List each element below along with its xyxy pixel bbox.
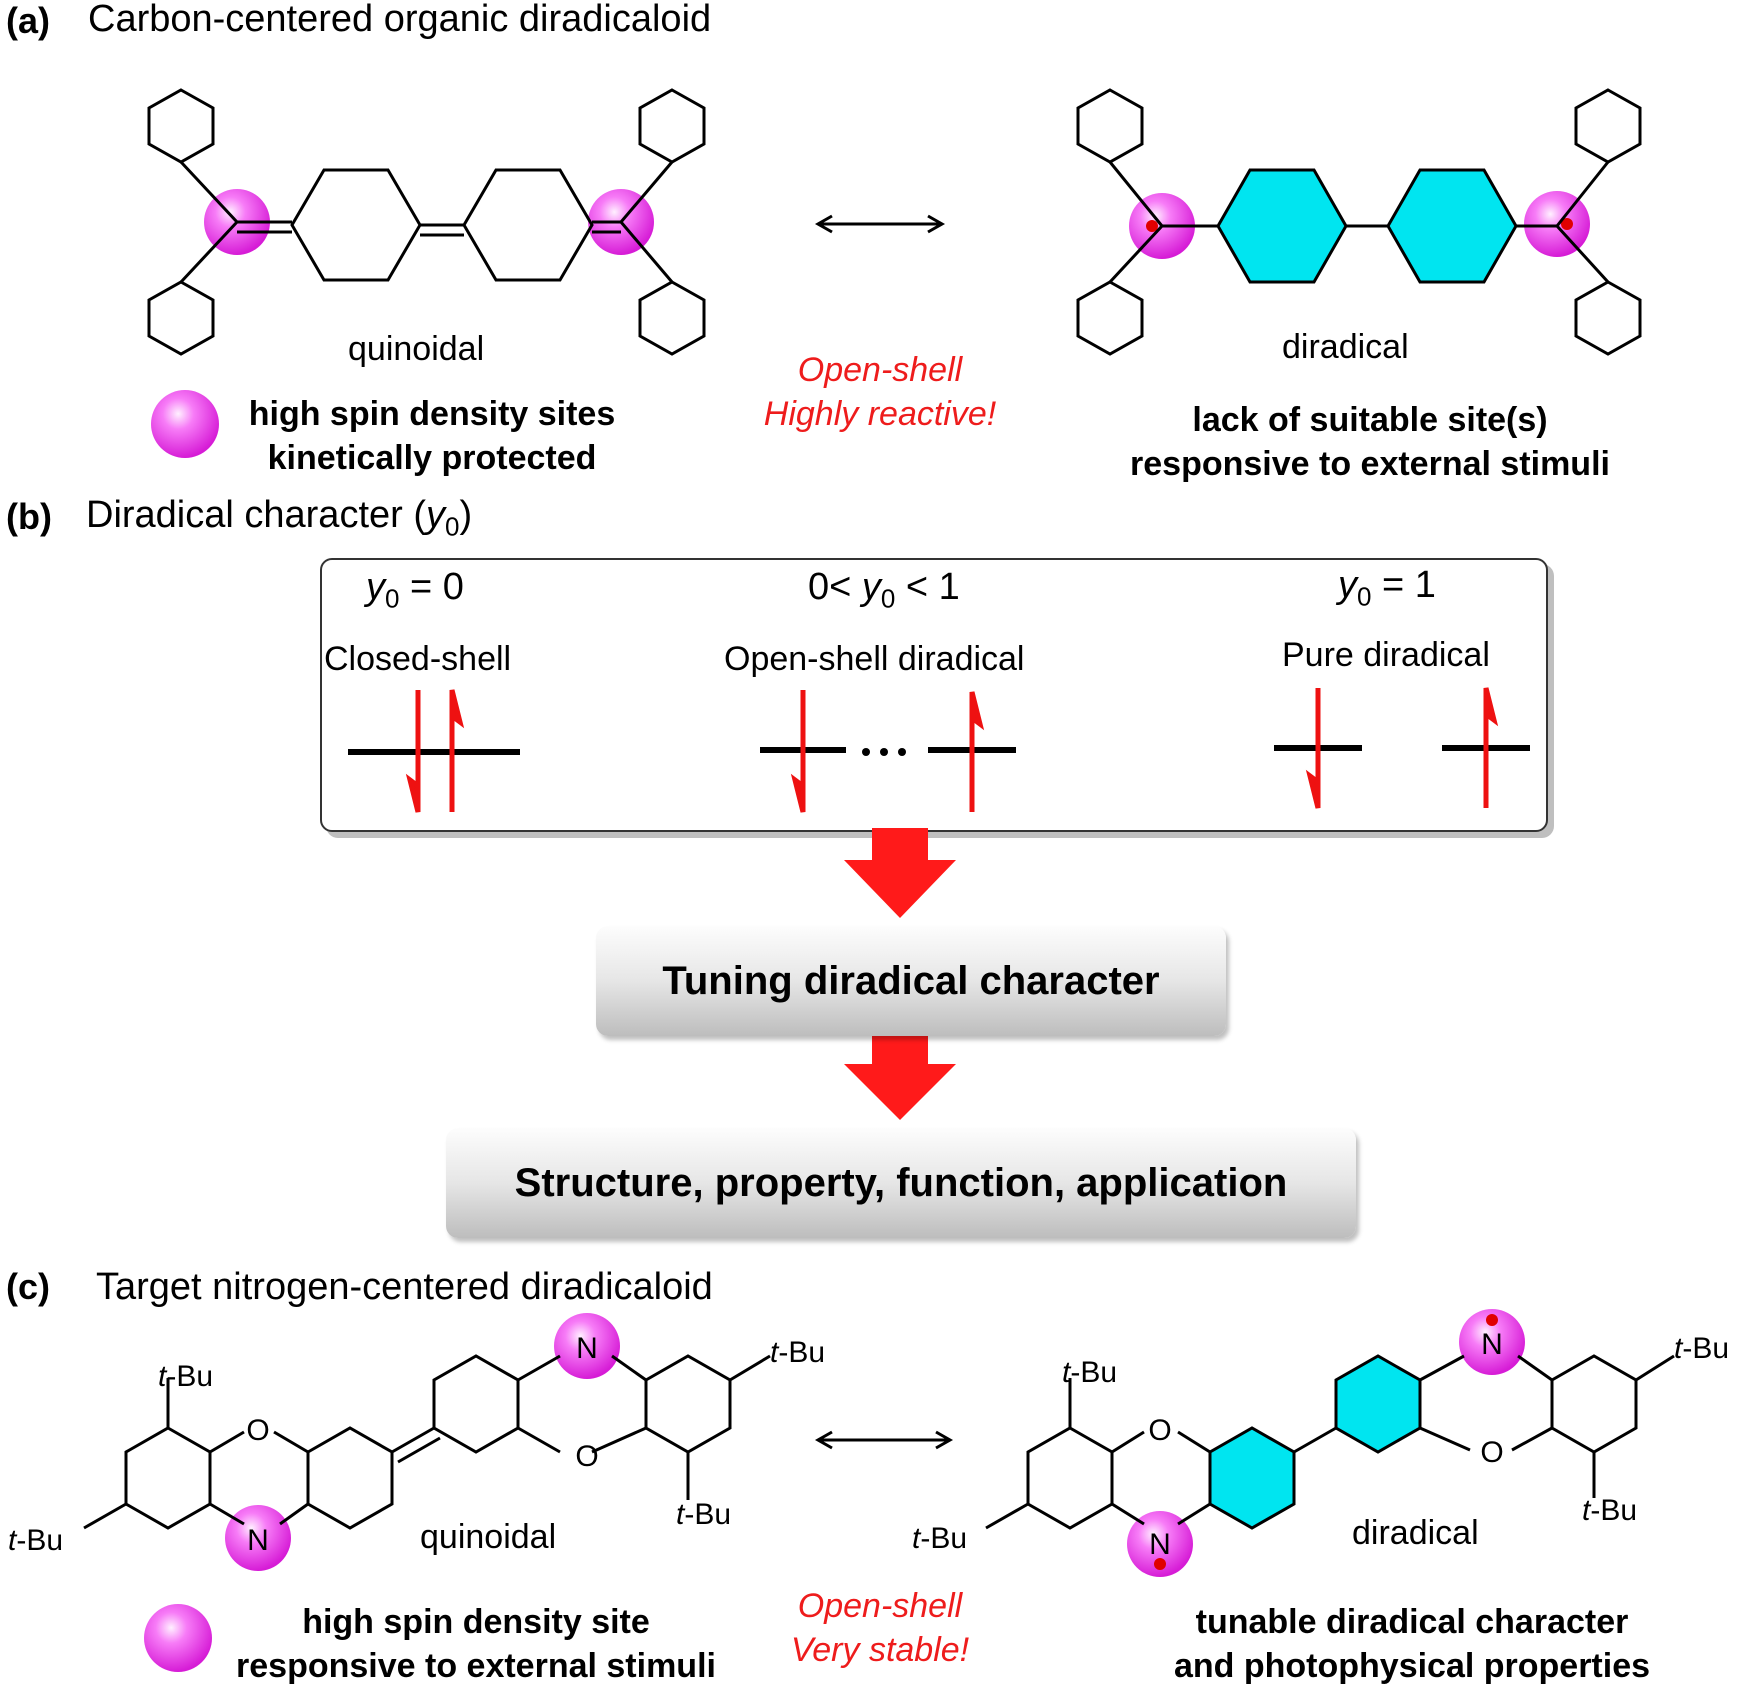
note-line: responsive to external stimuli [1130,445,1610,483]
panel-c-right-note: tunable diradical character and photophy… [1112,1600,1712,1688]
application-box-label: Structure, property, function, applicati… [514,1160,1288,1205]
eq-rest: = 1 [1371,564,1436,606]
title-sub: 0 [445,511,460,542]
tbu-label: t-Bu [912,1522,967,1555]
benzo-ring [1550,1354,1638,1454]
panel-c-center-note: Open-shell Very stable! [720,1584,1040,1672]
note-line: lack of suitable site(s) [1192,401,1548,439]
panel-b-label: (b) [6,496,52,537]
note-line: Highly reactive! [763,395,997,433]
ellipsis-dots [862,748,906,756]
title-text: Diradical character ( [86,494,426,536]
eq-var: y [366,566,385,608]
panel-b-title: Diradical character (y0) [86,494,472,543]
radical-dot [1154,1558,1166,1570]
panel-a-title: Carbon-centered organic diradicaloid [88,0,712,40]
panel-a-center-note: Open-shell Highly reactive! [720,348,1040,436]
panel-a-label: (a) [6,0,50,41]
quinoid-ring [306,1426,394,1530]
panel-c-left-label: quinoidal [420,1518,557,1556]
open-shell-label: Open-shell diradical [724,640,1025,678]
tuning-box: Tuning diradical character [596,926,1226,1036]
big-down-arrow [844,1036,956,1120]
panel-c-title: Target nitrogen-centered diradicaloid [96,1266,713,1308]
tbu-label: t-Bu [158,1360,213,1393]
closed-shell-eq: y0 = 0 [366,566,464,615]
benzo-ring [1026,1426,1114,1530]
phenyl-ring [1076,280,1144,356]
radical-dot [1486,1314,1498,1326]
spin-site-marker [1127,1511,1193,1577]
panel-c-label: (c) [6,1266,50,1307]
tbu-label: t-Bu [1062,1356,1117,1389]
panel-c-left-note: high spin density site responsive to ext… [196,1600,756,1688]
aromatic-ring [1208,1426,1296,1530]
tbu-label: t-Bu [770,1336,825,1369]
big-down-arrow [844,828,956,918]
quinoid-ring [462,168,594,282]
phenyl-ring [638,280,706,356]
aromatic-ring [1334,1354,1422,1454]
tbu-label: t-Bu [1582,1494,1637,1527]
title-end: ) [459,494,473,536]
spin-site-marker [554,1313,620,1379]
benzo-ring [644,1354,732,1454]
note-line: tunable diradical character [1195,1603,1629,1641]
tuning-box-label: Tuning diradical character [662,958,1160,1003]
atom-O: O [1148,1414,1171,1447]
note-line: and photophysical properties [1173,1647,1651,1685]
note-line: Open-shell [797,351,963,389]
spin-site-legend-icon [151,390,219,458]
panel-a-right-label: diradical [1282,328,1409,366]
phenyl-ring [147,280,215,356]
atom-N: N [1149,1528,1171,1561]
atom-N: N [1481,1328,1503,1361]
tbu-label: t-Bu [1674,1332,1729,1365]
atom-N: N [247,1524,269,1557]
atom-N: N [576,1332,598,1365]
benzo-ring [124,1426,212,1530]
eq-var: y [861,566,881,608]
atom-O: O [575,1440,598,1473]
eq-rest: = 0 [399,566,464,608]
note-line: kinetically protected [267,439,597,477]
panel-a-left-label: quinoidal [348,330,485,368]
pure-diradical-label: Pure diradical [1282,636,1490,674]
eq-var: y [1338,564,1357,606]
closed-shell-label: Closed-shell [324,640,512,678]
note-line: responsive to external stimuli [236,1647,716,1685]
eq-sub: 0 [385,583,400,614]
panel-a-structures [147,88,1642,458]
eq-sub: 0 [880,583,896,614]
note-line: high spin density sites [248,395,616,433]
radical-dot [1146,220,1158,232]
quinoid-ring [432,1354,520,1454]
pure-diradical-eq: y0 = 1 [1338,564,1436,613]
spin-site-legend-icon [144,1604,212,1672]
phenyl-ring [1574,280,1642,356]
spin-site-marker [1459,1309,1525,1375]
open-shell-eq: 0< y0 < 1 [808,566,960,615]
note-line: Open-shell [797,1587,963,1625]
radical-dot [1561,218,1573,230]
eq-pre: 0< [808,566,862,608]
panel-a-right-note: lack of suitable site(s) responsive to e… [1090,398,1650,486]
eq-rest: < 1 [895,566,960,608]
note-line: Very stable! [790,1631,970,1669]
panel-a-left-note: high spin density sites kinetically prot… [222,392,642,480]
note-line: high spin density site [302,1603,650,1641]
tbu-label: t-Bu [676,1498,731,1531]
title-var: y [426,494,445,536]
tbu-label: t-Bu [8,1524,63,1557]
atom-O: O [246,1414,269,1447]
application-box: Structure, property, function, applicati… [446,1128,1356,1238]
eq-sub: 0 [1357,581,1372,612]
panel-c-right-label: diradical [1352,1514,1479,1552]
atom-O: O [1480,1436,1503,1469]
diradical-scale-box [320,558,1548,832]
